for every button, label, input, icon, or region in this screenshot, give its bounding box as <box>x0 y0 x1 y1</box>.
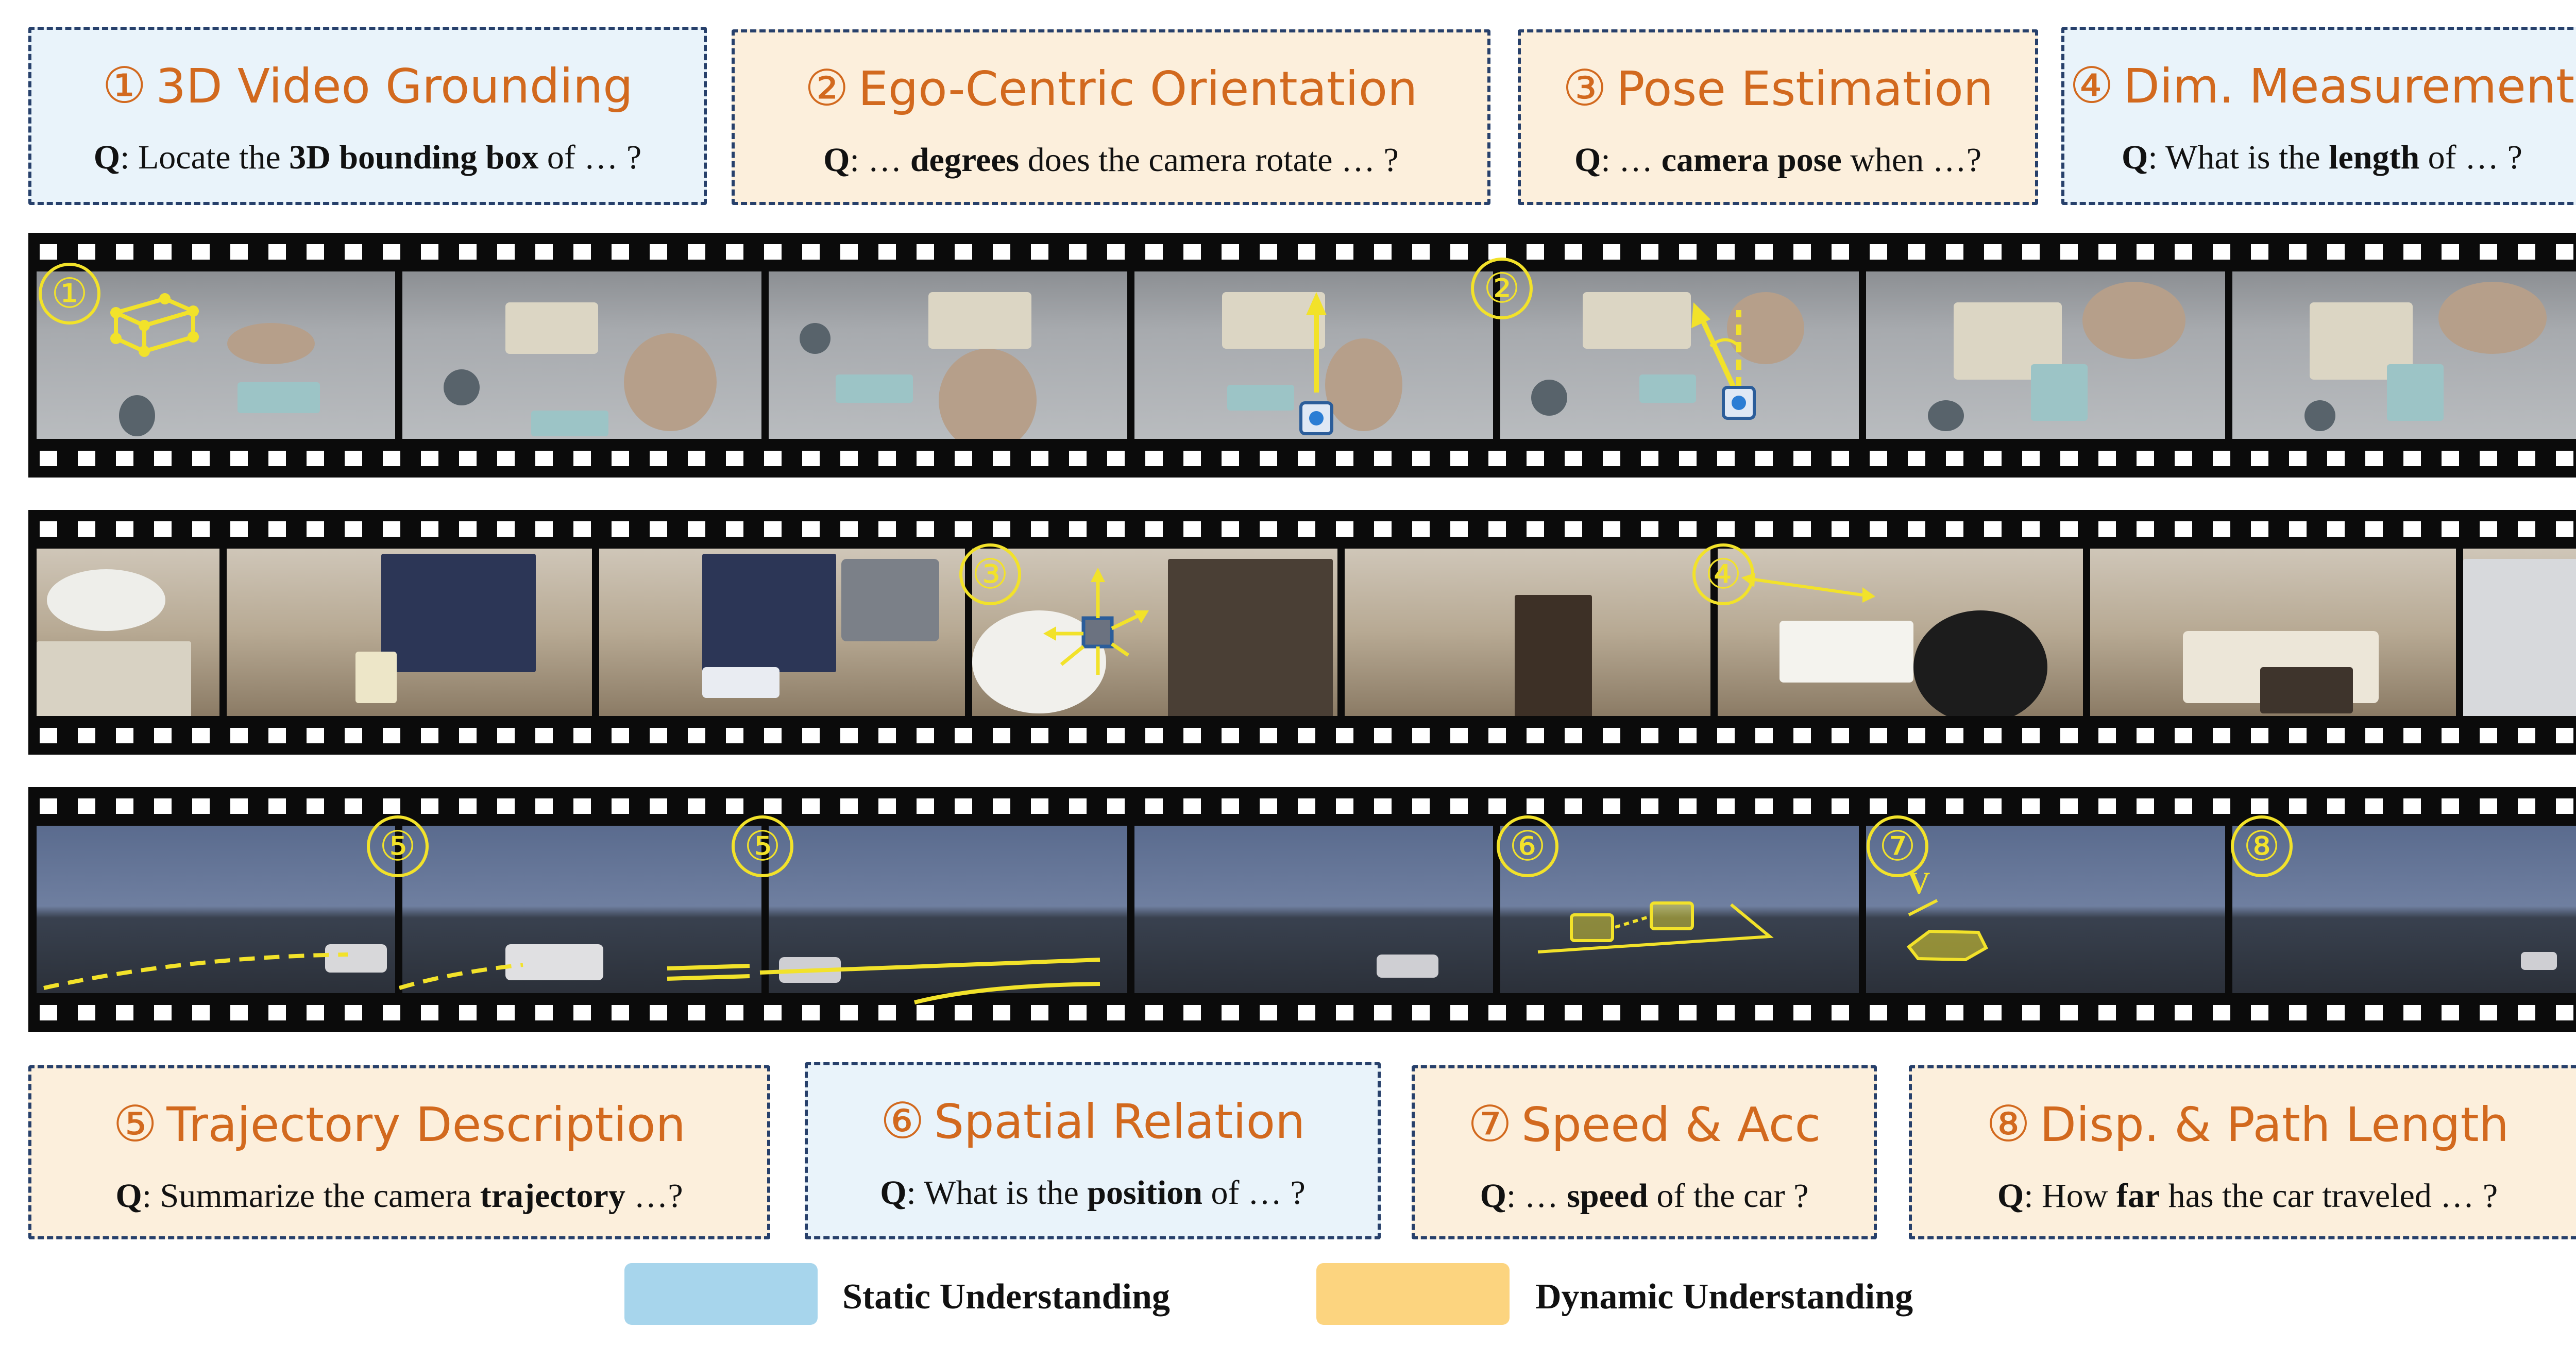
film-strip-bathroom: ③ ④ <box>28 510 2576 755</box>
marker-4: ④ <box>1692 543 1754 605</box>
task-question: Q: Summarize the camera trajectory …? <box>115 1177 683 1215</box>
video-frame <box>2090 549 2456 716</box>
film-perforations <box>28 1005 2576 1020</box>
video-frame <box>226 549 592 716</box>
marker-1: ① <box>39 263 100 325</box>
film-perforations <box>28 451 2576 466</box>
film-perforations <box>28 728 2576 743</box>
film-perforations <box>28 798 2576 814</box>
video-frame <box>972 549 1338 716</box>
marker-2: ② <box>1471 258 1533 319</box>
video-frame <box>768 271 1127 439</box>
video-frame <box>768 826 1127 993</box>
marker-5: ⑤ <box>732 815 793 877</box>
legend-swatch-dynamic <box>1316 1263 1510 1325</box>
task-question: Q: … camera pose when …? <box>1574 141 1981 179</box>
task-question: Q: What is the position of … ? <box>880 1174 1306 1212</box>
video-frame <box>1134 271 1494 439</box>
film-strip-road: ⑤ ⑤ ⑥ ⑦ ⑧ V <box>28 787 2576 1032</box>
marker-7: ⑦ <box>1867 815 1928 877</box>
film-perforations <box>28 521 2576 537</box>
marker-3: ③ <box>959 543 1021 605</box>
video-frame <box>1500 271 1859 439</box>
video-frame <box>402 826 761 993</box>
video-frame <box>37 826 396 993</box>
marker-6: ⑥ <box>1497 815 1558 877</box>
film-perforations <box>28 244 2576 260</box>
film-strip-room: ① ② <box>28 233 2576 478</box>
task-question: Q: … speed of the car ? <box>1480 1177 1809 1215</box>
legend-label-static: Static Understanding <box>842 1277 1170 1317</box>
legend-swatch-static <box>624 1263 818 1325</box>
video-frame <box>1134 826 1494 993</box>
legend-label-dynamic: Dynamic Understanding <box>1535 1277 1913 1317</box>
marker-5: ⑤ <box>367 815 429 877</box>
video-frame <box>1717 549 2083 716</box>
task-question: Q: How far has the car traveled … ? <box>1997 1177 2498 1215</box>
video-frame <box>2463 549 2576 716</box>
task-question: Q: Locate the 3D bounding box of … ? <box>93 139 642 176</box>
task-question: Q: … degrees does the camera rotate … ? <box>823 141 1399 179</box>
video-frame <box>37 549 219 716</box>
video-frame <box>599 549 965 716</box>
video-frame <box>2232 271 2576 439</box>
video-frame <box>402 271 761 439</box>
video-frame <box>1345 549 1710 716</box>
velocity-label: V <box>1908 866 1930 900</box>
video-frame <box>1866 271 2225 439</box>
marker-8: ⑧ <box>2231 815 2293 877</box>
task-question: Q: What is the length of … ? <box>2122 139 2522 176</box>
